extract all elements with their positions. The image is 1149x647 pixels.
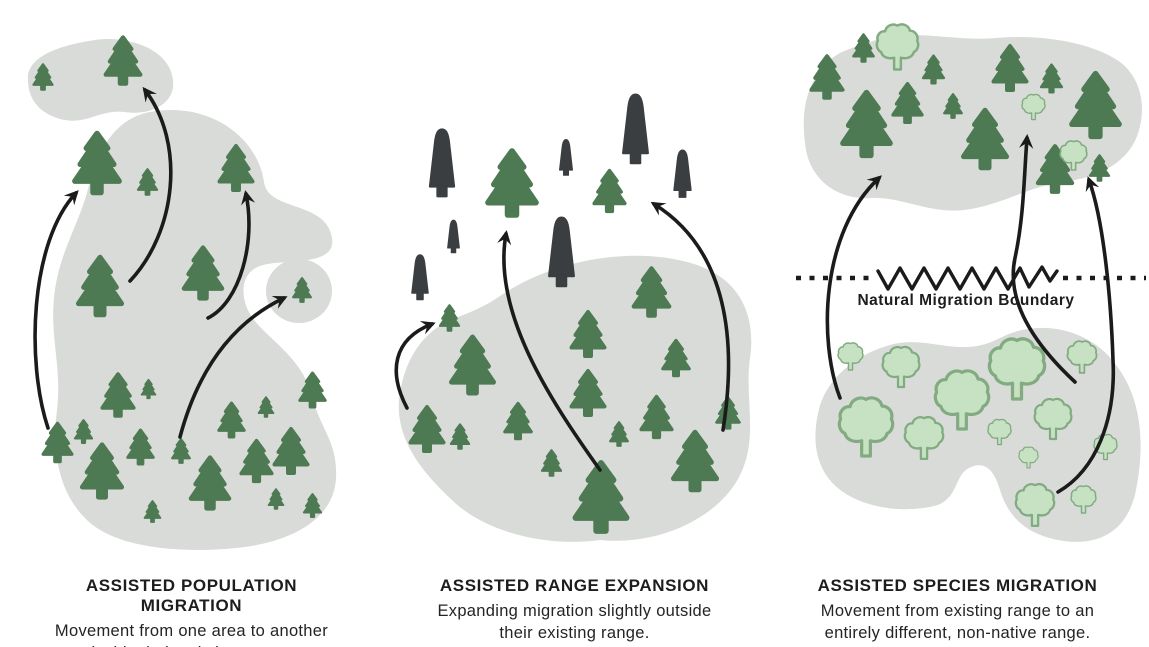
migration-arrow [650,201,731,432]
panel-title: ASSISTED RANGE EXPANSION [439,576,710,595]
range-area-shape [53,110,337,550]
boundary-label: Natural Migration Boundary [857,292,1074,309]
dark-conifer-icon [622,93,649,165]
dark-conifer-icon [673,149,692,198]
migration-arrow [394,321,436,410]
boundary-zigzag [876,265,1059,291]
dark-conifer-icon [411,254,429,301]
panel-caption-range-expansion: ASSISTED RANGE EXPANSION Expanding migra… [423,568,726,647]
migration-arrow [206,190,256,320]
dark-conifer-icon [558,138,574,176]
range-area-shape [815,327,1141,542]
pine-tree-icon [438,304,461,332]
migration-arrows [825,134,1116,494]
panel-description: Movement from one area to another inside… [54,622,329,647]
panel-species-art: Natural Migration Boundary [796,23,1146,542]
migration-arrow [1056,176,1116,494]
migration-arrow [33,190,79,430]
migration-arrow [825,175,882,400]
migration-arrow [128,86,173,283]
diagram-art: Natural Migration Boundary [27,23,1146,550]
panel-title: ASSISTED SPECIES MIGRATION [817,576,1098,595]
migration-arrows [33,86,288,439]
dark-conifer-icon [428,128,456,198]
migration-arrow [497,230,602,472]
panel-title: ASSISTED POPULATION MIGRATION [85,576,298,615]
pine-tree-icon [852,33,875,63]
panel-description: Movement from existing range to an entir… [820,602,1095,642]
migration-arrows [394,201,731,472]
panel-caption-species: ASSISTED SPECIES MIGRATION Movement from… [806,568,1109,647]
panel-population-art [27,37,337,550]
panel-range-expansion-art [394,93,752,542]
panel-description: Expanding migration slightly outside the… [437,602,712,642]
caption-row: ASSISTED POPULATION MIGRATION Movement f… [0,552,1149,647]
pine-tree-icon [488,151,536,215]
migration-arrow [178,296,288,439]
natural-migration-boundary: Natural Migration Boundary [796,265,1146,309]
pine-tree-icon [592,168,627,214]
dark-conifer-icon [548,216,575,288]
dark-conifer-icon [447,219,460,254]
panel-caption-population: ASSISTED POPULATION MIGRATION Movement f… [40,568,343,647]
migration-arrow [1011,134,1077,384]
